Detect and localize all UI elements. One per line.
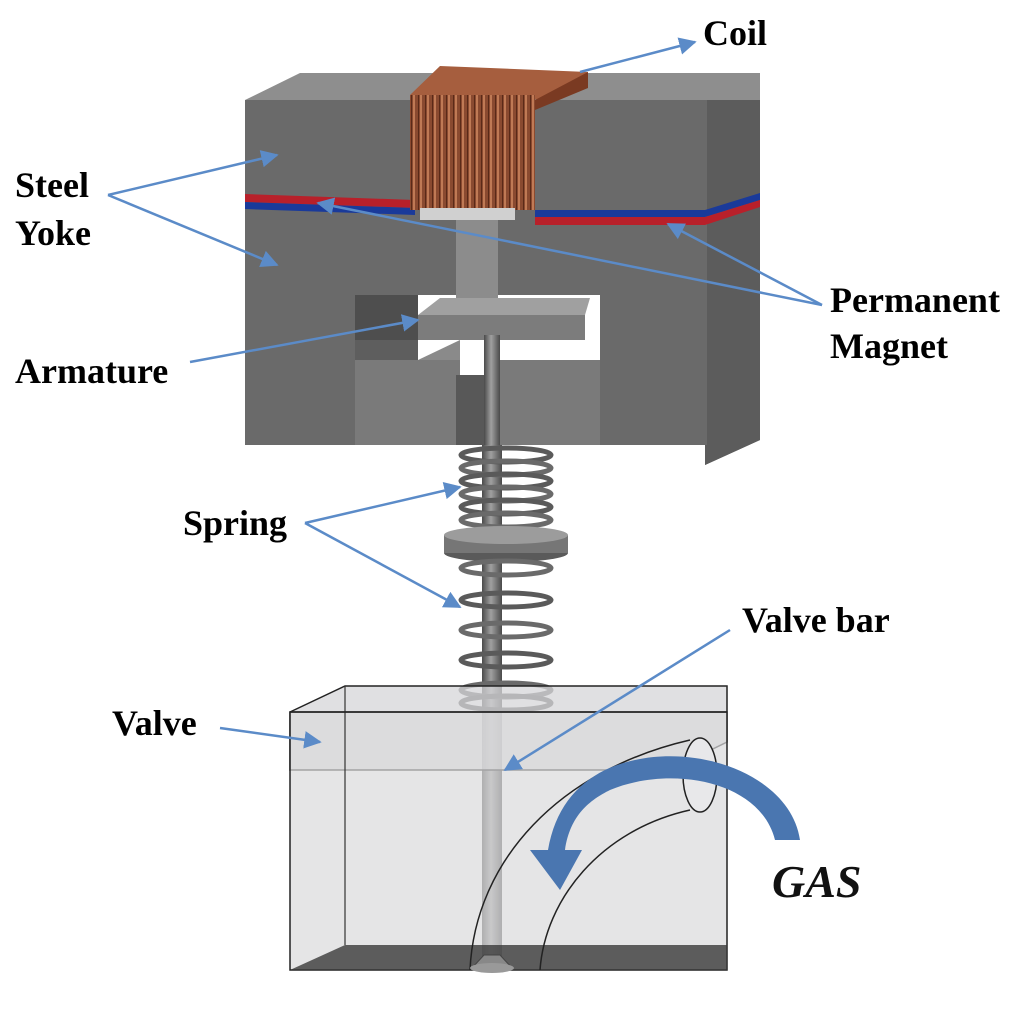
label-armature: Armature — [15, 351, 168, 391]
valve-pointer — [219, 726, 322, 749]
armature — [418, 298, 590, 340]
label-yoke: Yoke — [15, 213, 91, 253]
label-valve-bar: Valve bar — [742, 600, 890, 640]
steel-yoke-pointers — [107, 150, 279, 268]
label-coil: Coil — [703, 13, 767, 53]
label-permanent: Permanent — [830, 280, 1000, 320]
label-valve: Valve — [112, 703, 197, 743]
coil — [410, 66, 588, 220]
spring-washer — [444, 526, 568, 562]
label-magnet: Magnet — [830, 326, 948, 366]
label-gas: GAS — [772, 856, 861, 907]
magnet-pointers — [316, 197, 823, 307]
valve-body — [289, 685, 728, 973]
armature-pointer — [189, 314, 420, 364]
spring-pointers — [304, 482, 462, 609]
coil-pointer — [579, 37, 697, 74]
label-steel: Steel — [15, 165, 89, 205]
gas-flow-arrow — [530, 756, 800, 890]
valve-bar-pointer — [503, 628, 731, 772]
spring-upper — [458, 445, 554, 530]
label-spring: Spring — [183, 503, 287, 543]
